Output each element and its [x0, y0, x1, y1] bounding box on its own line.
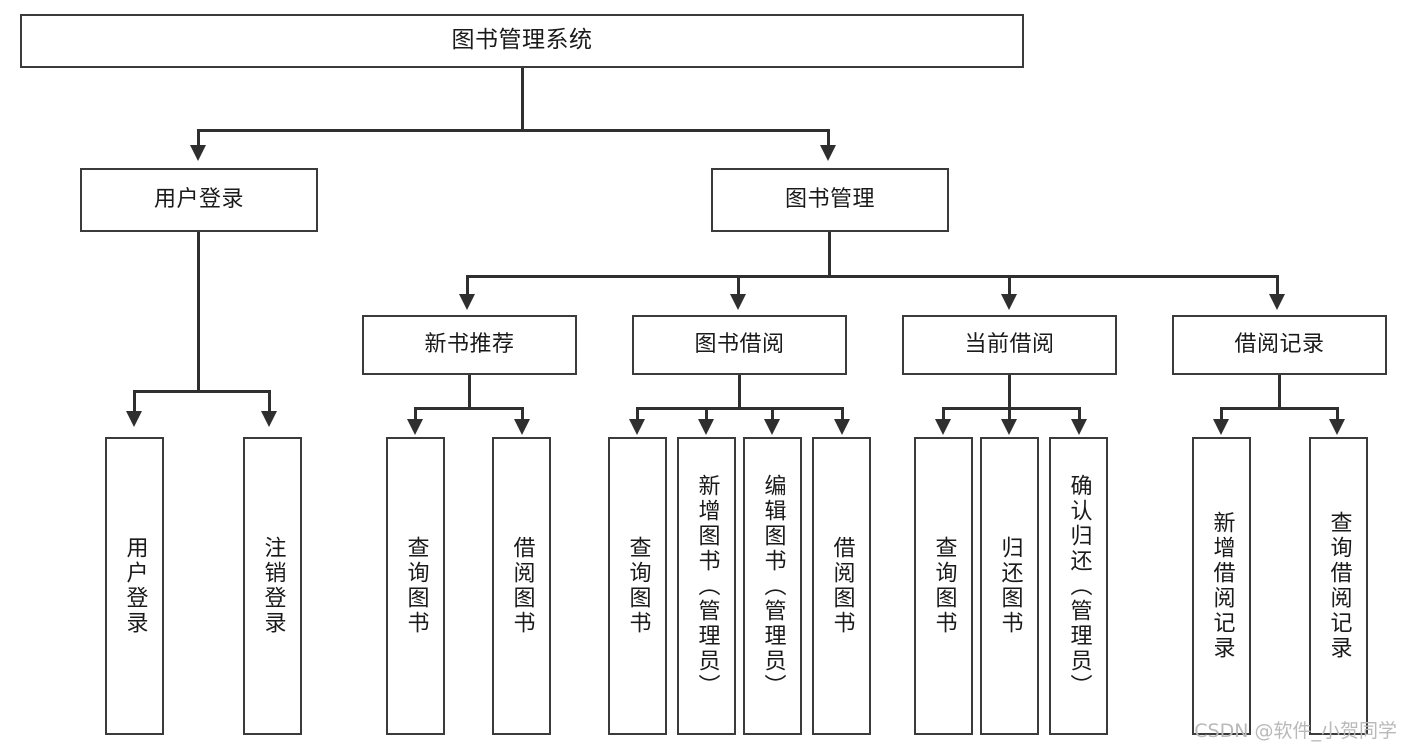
node-borrow-record-label: 借阅记录 — [1234, 332, 1325, 358]
node-new-book-rec[interactable]: 新书推荐 — [362, 315, 577, 375]
connector-user-login-stem — [197, 232, 200, 391]
connector-level2-bus — [197, 129, 830, 132]
node-leaf-edit-book-label: 编辑图书（管理员） — [760, 473, 786, 699]
arrow-to-leaf-borrow-book-1 — [514, 419, 530, 435]
arrow-to-leaf-query-record — [1329, 419, 1345, 435]
node-leaf-logout-label: 注销登录 — [260, 536, 286, 636]
node-leaf-user-login-label: 用户登录 — [122, 536, 148, 636]
node-root-label: 图书管理系统 — [451, 27, 593, 54]
arrow-to-current-borrow — [1001, 294, 1017, 310]
connector-current-borrow-bus — [942, 407, 1081, 410]
node-root[interactable]: 图书管理系统 — [20, 14, 1024, 68]
node-leaf-query-book-3-label: 查询图书 — [931, 536, 957, 636]
connector-to-leaf-borrow-book-1 — [521, 407, 524, 420]
connector-to-user-login — [197, 129, 200, 146]
connector-to-book-manage — [827, 129, 830, 146]
node-leaf-add-record-label: 新增借阅记录 — [1209, 511, 1235, 661]
node-leaf-query-book-2-label: 查询图书 — [625, 536, 651, 636]
connector-book-borrow-stem — [738, 375, 741, 408]
arrow-to-leaf-edit-book — [764, 419, 780, 435]
connector-level3-bus — [466, 275, 1279, 278]
arrow-to-leaf-query-book-2 — [629, 419, 645, 435]
node-user-login-label: 用户登录 — [153, 187, 244, 213]
node-book-borrow-label: 图书借阅 — [694, 332, 785, 358]
node-leaf-return-book-label: 归还图书 — [997, 536, 1023, 636]
connector-book-borrow-bus — [636, 407, 844, 410]
connector-book-manage-stem — [828, 232, 831, 276]
node-current-borrow-label: 当前借阅 — [964, 332, 1055, 358]
node-leaf-return-book[interactable]: 归还图书 — [980, 437, 1039, 735]
arrow-to-leaf-borrow-book-2 — [834, 419, 850, 435]
connector-to-leaf-logout — [268, 390, 271, 412]
node-book-borrow[interactable]: 图书借阅 — [632, 315, 847, 375]
arrow-to-user-login — [190, 145, 206, 161]
connector-new-book-rec-stem — [468, 375, 471, 408]
node-leaf-query-book-1[interactable]: 查询图书 — [386, 437, 445, 735]
node-leaf-add-record[interactable]: 新增借阅记录 — [1192, 437, 1251, 735]
node-leaf-query-book-2[interactable]: 查询图书 — [608, 437, 667, 735]
connector-to-leaf-return-book — [1008, 407, 1011, 420]
connector-to-borrow-record — [1276, 275, 1279, 295]
connector-current-borrow-stem — [1008, 375, 1011, 408]
arrow-to-borrow-record — [1269, 294, 1285, 310]
connector-user-login-bus — [133, 390, 271, 393]
arrow-to-leaf-user-login — [126, 411, 142, 427]
arrow-to-leaf-confirm-return — [1071, 419, 1087, 435]
node-new-book-rec-label: 新书推荐 — [424, 332, 515, 358]
connector-root-stem — [521, 68, 524, 130]
connector-to-leaf-query-book-3 — [942, 407, 945, 420]
arrow-to-leaf-add-record — [1213, 419, 1229, 435]
node-current-borrow[interactable]: 当前借阅 — [902, 315, 1117, 375]
connector-to-leaf-query-book-2 — [636, 407, 639, 420]
connector-borrow-record-bus — [1220, 407, 1339, 410]
connector-to-leaf-edit-book — [771, 407, 774, 420]
arrow-to-new-book-rec — [459, 294, 475, 310]
arrow-to-leaf-query-book-3 — [935, 419, 951, 435]
node-leaf-borrow-book-2-label: 借阅图书 — [829, 536, 855, 636]
node-leaf-query-record[interactable]: 查询借阅记录 — [1309, 437, 1368, 735]
connector-to-leaf-query-book-1 — [414, 407, 417, 420]
connector-to-leaf-add-record — [1220, 407, 1223, 420]
arrow-to-book-borrow — [730, 294, 746, 310]
node-book-manage-label: 图书管理 — [784, 187, 875, 213]
arrow-to-book-manage — [820, 145, 836, 161]
node-leaf-borrow-book-1-label: 借阅图书 — [509, 536, 535, 636]
connector-borrow-record-stem — [1278, 375, 1281, 408]
node-leaf-query-book-1-label: 查询图书 — [403, 536, 429, 636]
node-user-login[interactable]: 用户登录 — [80, 168, 318, 232]
connector-to-leaf-add-book — [705, 407, 708, 420]
arrow-to-leaf-logout — [261, 411, 277, 427]
node-book-manage[interactable]: 图书管理 — [711, 168, 949, 232]
node-leaf-logout[interactable]: 注销登录 — [243, 437, 302, 735]
node-borrow-record[interactable]: 借阅记录 — [1172, 315, 1387, 375]
connector-to-leaf-query-record — [1336, 407, 1339, 420]
connector-to-new-book-rec — [466, 275, 469, 295]
node-leaf-borrow-book-2[interactable]: 借阅图书 — [812, 437, 871, 735]
node-leaf-confirm-return-label: 确认归还（管理员） — [1066, 473, 1092, 699]
connector-to-leaf-borrow-book-2 — [841, 407, 844, 420]
connector-to-book-borrow — [737, 275, 740, 295]
node-leaf-add-book-label: 新增图书（管理员） — [694, 473, 720, 699]
csdn-watermark: CSDN @软件_小贺同学 — [1194, 720, 1397, 742]
node-leaf-edit-book[interactable]: 编辑图书（管理员） — [743, 437, 802, 735]
arrow-to-leaf-add-book — [698, 419, 714, 435]
connector-to-current-borrow — [1008, 275, 1011, 295]
connector-to-leaf-confirm-return — [1078, 407, 1081, 420]
connector-to-leaf-user-login — [133, 390, 136, 412]
arrow-to-leaf-query-book-1 — [407, 419, 423, 435]
node-leaf-borrow-book-1[interactable]: 借阅图书 — [492, 437, 551, 735]
connector-new-book-rec-bus — [414, 407, 524, 410]
node-leaf-add-book[interactable]: 新增图书（管理员） — [677, 437, 736, 735]
node-leaf-confirm-return[interactable]: 确认归还（管理员） — [1049, 437, 1108, 735]
node-leaf-user-login[interactable]: 用户登录 — [105, 437, 164, 735]
node-leaf-query-record-label: 查询借阅记录 — [1326, 511, 1352, 661]
arrow-to-leaf-return-book — [1001, 419, 1017, 435]
node-leaf-query-book-3[interactable]: 查询图书 — [914, 437, 973, 735]
